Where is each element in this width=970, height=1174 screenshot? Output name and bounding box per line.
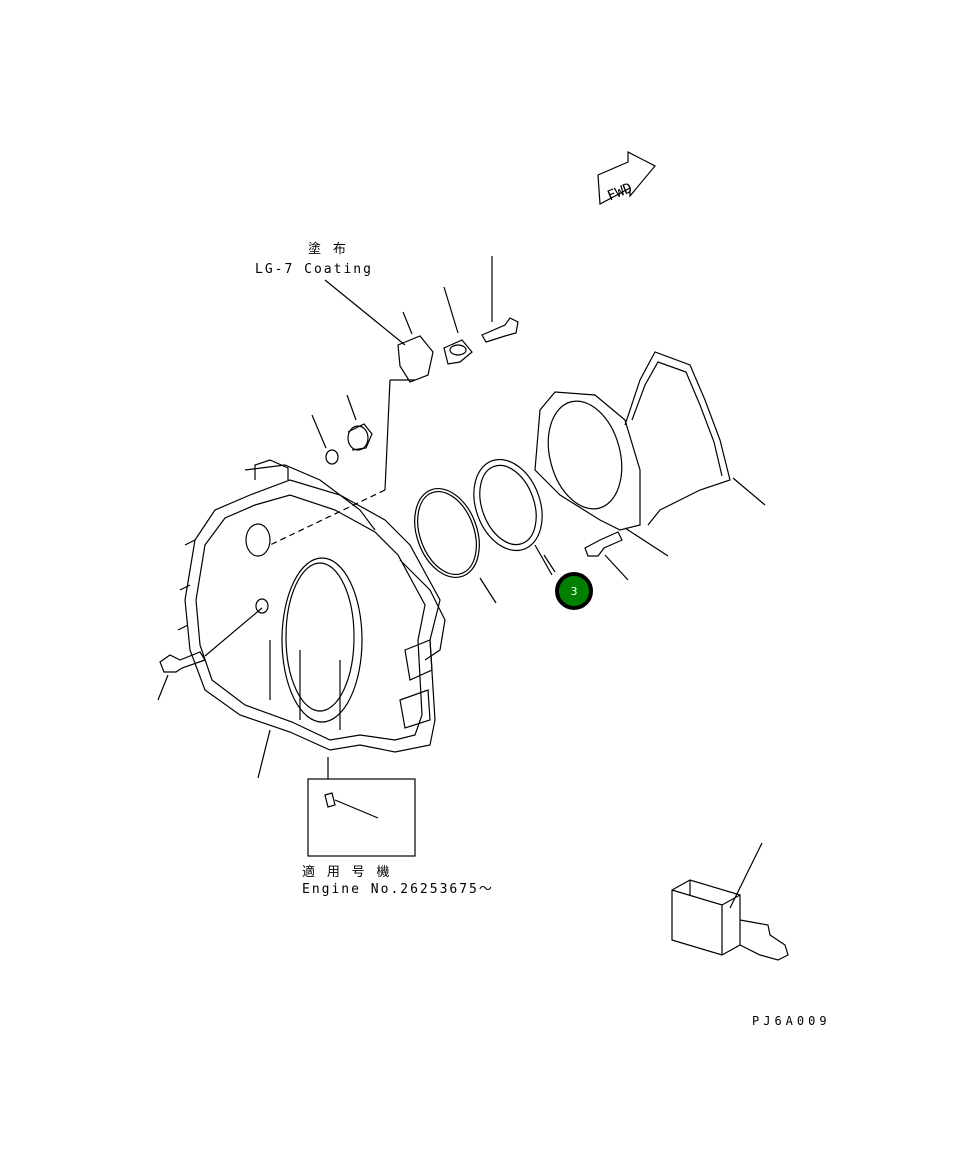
- callout-badge-3[interactable]: 3: [555, 572, 593, 610]
- seal-carrier-part: [534, 391, 669, 557]
- inset-box: [307, 778, 416, 857]
- flywheel-housing-part: [177, 459, 446, 753]
- applicable-note-jp: 適 用 号 機: [302, 865, 392, 880]
- coating-note-jp: 塗 布: [308, 242, 348, 257]
- fwd-arrow-icon: FWD: [597, 151, 656, 205]
- seal-part: [473, 458, 543, 552]
- tool-part: [671, 879, 789, 961]
- coating-note-en: LG-7 Coating: [255, 262, 373, 277]
- drawing-code: PJ6A009: [752, 1014, 831, 1028]
- leader-line: [324, 279, 406, 346]
- bolt-part: [481, 317, 519, 343]
- fwd-text: FWD: [605, 180, 634, 204]
- o-ring-part: [414, 487, 480, 579]
- applicable-note-en: Engine No.26253675～: [302, 882, 494, 897]
- gasket-part: [624, 351, 731, 526]
- cover-plate-part: [397, 335, 434, 383]
- bolt-part: [159, 651, 206, 673]
